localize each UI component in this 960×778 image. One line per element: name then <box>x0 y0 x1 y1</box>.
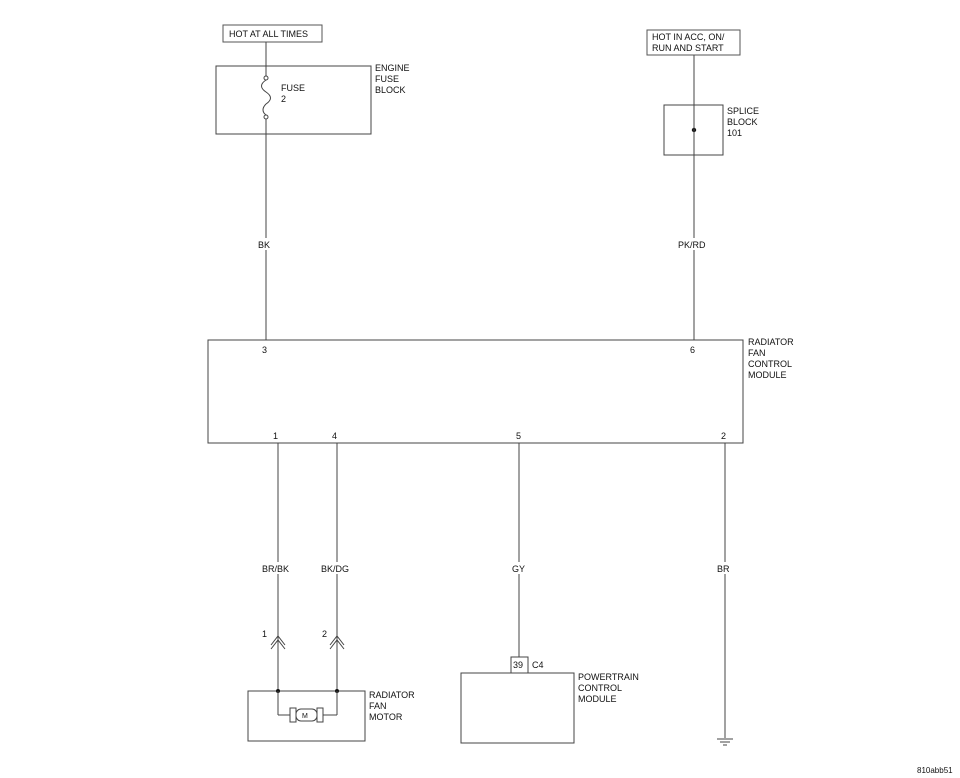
rfcm-label-3: CONTROL <box>748 359 792 369</box>
powertrain-control-module: 39 C4 POWERTRAIN CONTROL MODULE <box>460 656 639 744</box>
wire-label-br-bk: BR/BK <box>262 564 289 574</box>
pcm-label-3: MODULE <box>578 694 617 704</box>
pcm-label-2: CONTROL <box>578 683 622 693</box>
engine-fuse-block-label-3: BLOCK <box>375 85 406 95</box>
rfcm-pin-3: 3 <box>262 345 267 355</box>
wire-label-gy: GY <box>512 564 525 574</box>
rfcm-label-4: MODULE <box>748 370 787 380</box>
connector-icon <box>270 635 286 650</box>
engine-fuse-block-label-1: ENGINE <box>375 63 410 73</box>
fan-motor-label-2: FAN <box>369 701 387 711</box>
engine-fuse-block-label-2: FUSE <box>375 74 399 84</box>
wire-label-bk-dg: BK/DG <box>321 564 349 574</box>
source-hot-at-all-times-text: HOT AT ALL TIMES <box>229 29 308 39</box>
fan-motor-label-1: RADIATOR <box>369 690 415 700</box>
rfcm-pin-2: 2 <box>721 431 726 441</box>
source-hot-in-acc-line1: HOT IN ACC, ON/ <box>652 32 725 42</box>
pcm-label-1: POWERTRAIN <box>578 672 639 682</box>
engine-fuse-block: ENGINE FUSE BLOCK FUSE 2 <box>215 63 410 135</box>
splice-block-label-3: 101 <box>727 128 742 138</box>
rfcm-pin-5: 5 <box>516 431 521 441</box>
wire-label-br: BR <box>717 564 730 574</box>
fuse-number: 2 <box>281 94 286 104</box>
source-hot-in-acc-line2: RUN AND START <box>652 43 724 53</box>
fan-motor-label-3: MOTOR <box>369 712 403 722</box>
radiator-fan-motor: M RADIATOR FAN MOTOR <box>247 689 415 742</box>
rfcm-pin-4: 4 <box>332 431 337 441</box>
splice-block-label-1: SPLICE <box>727 106 759 116</box>
fuse-label: FUSE <box>281 83 305 93</box>
figure-id: 810abb51 <box>917 766 953 775</box>
motor-connector-pin-2: 2 <box>322 629 327 639</box>
motor-icon: M <box>289 707 324 723</box>
rfcm-label-2: FAN <box>748 348 766 358</box>
rfcm-label-1: RADIATOR <box>748 337 794 347</box>
wire-label-pk-rd: PK/RD <box>678 240 706 250</box>
radiator-fan-control-module: RADIATOR FAN CONTROL MODULE 3 6 1 4 5 2 <box>207 337 794 444</box>
connector-icon <box>329 635 345 650</box>
fuse-icon <box>261 75 271 120</box>
rfcm-pin-1: 1 <box>273 431 278 441</box>
splice-block-101: SPLICE BLOCK 101 <box>663 104 759 156</box>
pcm-pin-box <box>510 656 529 674</box>
motor-symbol: M <box>302 713 308 720</box>
source-hot-in-acc: HOT IN ACC, ON/ RUN AND START <box>646 29 741 56</box>
source-hot-at-all-times: HOT AT ALL TIMES <box>222 24 323 43</box>
splice-block-label-2: BLOCK <box>727 117 758 127</box>
pcm-connector-c4: C4 <box>532 660 544 670</box>
wire-label-bk: BK <box>258 240 270 250</box>
pcm-pin-39: 39 <box>513 660 523 670</box>
motor-connector-pin-1: 1 <box>262 629 267 639</box>
rfcm-pin-6: 6 <box>690 345 695 355</box>
ground-icon <box>717 738 733 746</box>
